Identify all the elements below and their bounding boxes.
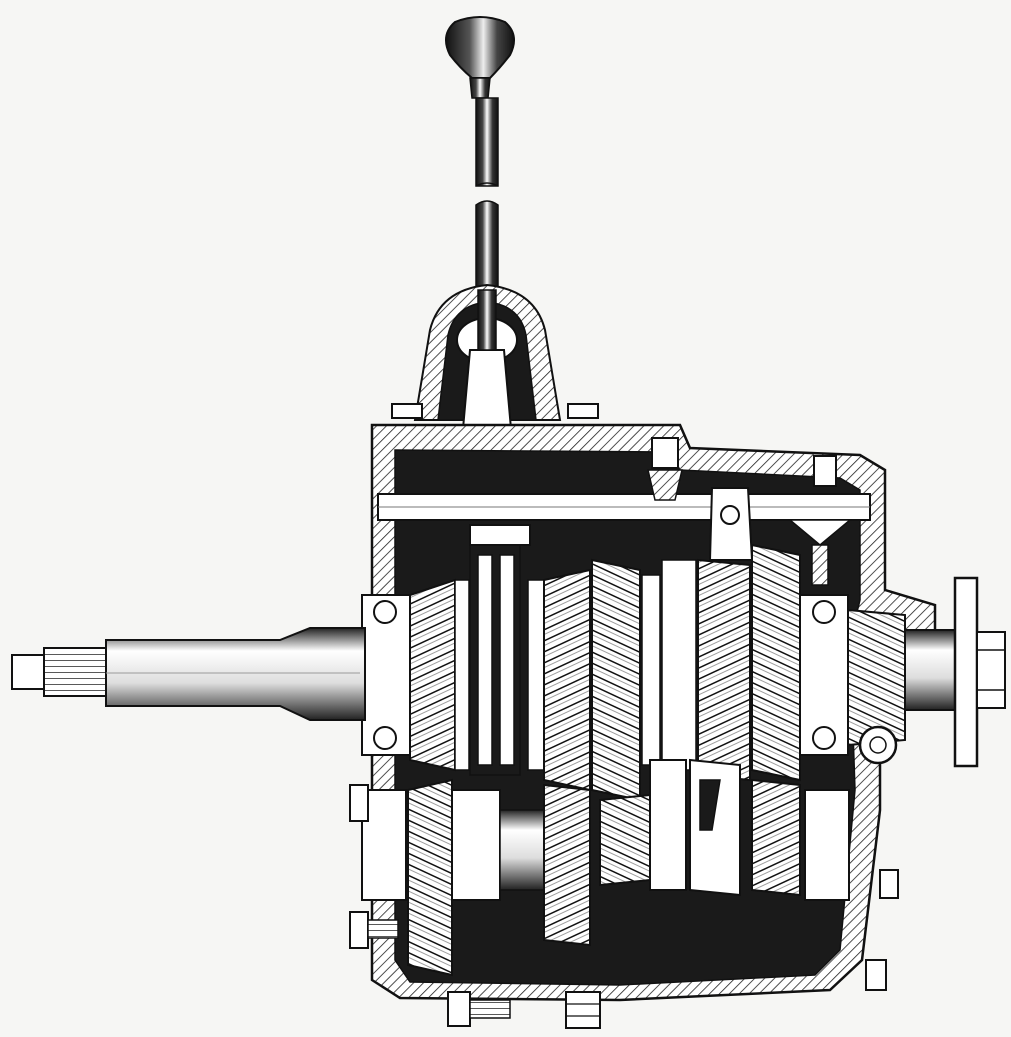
bearings xyxy=(361,594,850,901)
layshaft-front-bearing xyxy=(361,789,407,901)
reverse-gear xyxy=(751,543,801,782)
layshaft-drive-gear xyxy=(407,778,453,977)
input-shaft-splines xyxy=(43,647,107,697)
constant-mesh-gear xyxy=(409,578,456,772)
layshaft-rear-bearing xyxy=(804,789,850,901)
layshaft-reverse xyxy=(751,778,801,897)
detent-bolt-left xyxy=(651,437,679,469)
detent-bolt-right xyxy=(813,455,837,487)
drain-bolt-left xyxy=(447,991,471,1027)
input-shaft xyxy=(11,627,366,721)
third-gear xyxy=(543,568,591,792)
bolt-right-upper xyxy=(879,869,899,899)
detent-spring xyxy=(811,544,829,586)
selector-rail xyxy=(377,437,871,586)
bolt-right-lower xyxy=(865,959,887,991)
second-gear xyxy=(591,558,641,802)
external-bolts xyxy=(349,784,899,1029)
lever-knob xyxy=(445,16,515,79)
layshaft-second xyxy=(599,793,651,887)
layshaft-third xyxy=(543,783,591,947)
speedometer-drive xyxy=(847,608,906,747)
first-gear xyxy=(697,558,751,782)
gear-lever xyxy=(445,16,515,291)
layshaft-gears xyxy=(407,758,801,977)
lever-rod-upper xyxy=(475,97,499,187)
output-assembly xyxy=(847,576,1006,768)
mainshaft-gears xyxy=(409,524,801,802)
synchro-sleeve-1 xyxy=(477,554,493,766)
synchro-sleeve-2 xyxy=(661,559,697,771)
flange-nut xyxy=(976,631,1006,709)
speedometer-gear xyxy=(858,725,898,765)
output-flange xyxy=(953,576,979,768)
bolt-left-upper xyxy=(349,784,369,822)
bolt-left-lower xyxy=(349,911,369,949)
tower-bolt-left xyxy=(391,403,423,419)
tower-bolt-right xyxy=(567,403,599,419)
lever-tower xyxy=(391,283,599,481)
lever-rod-lower xyxy=(475,200,499,291)
drain-plug xyxy=(565,991,601,1029)
layshaft xyxy=(499,809,545,891)
layshaft-first xyxy=(649,759,687,891)
